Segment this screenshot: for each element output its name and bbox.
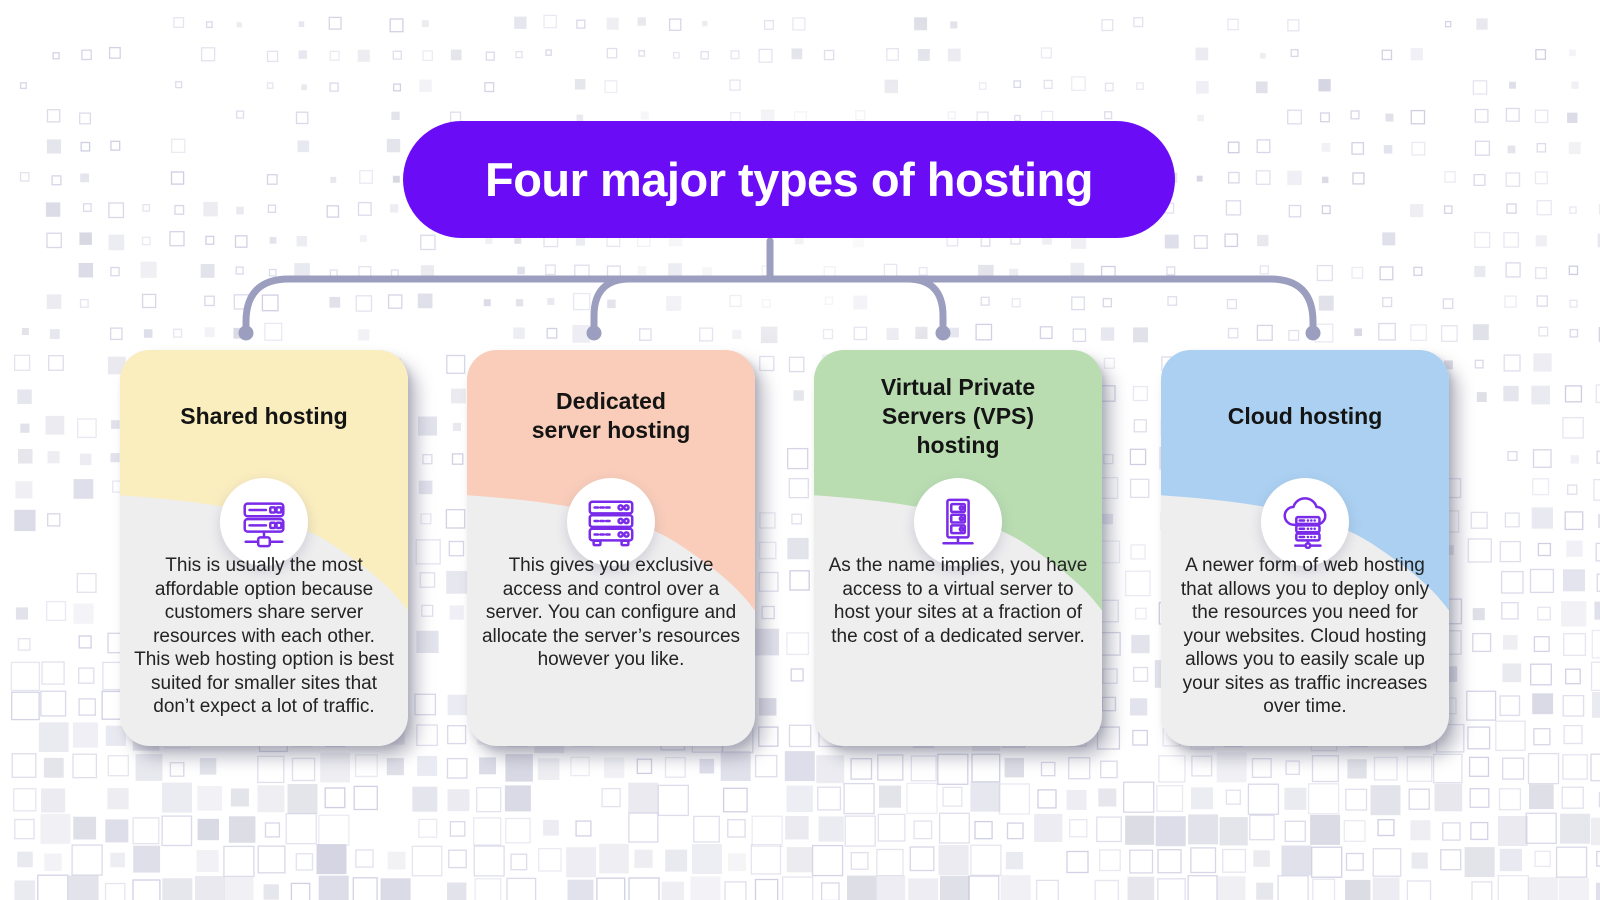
shared-hosting-server-icon	[243, 502, 285, 548]
card-description-vps-hosting: As the name implies, you have access to …	[828, 555, 1088, 647]
icon-circle	[914, 478, 1002, 566]
title-banner: Four major types of hosting	[403, 121, 1175, 238]
icon-circle	[1261, 478, 1349, 566]
card-shared-hosting: Shared hosting This is usually the most …	[120, 350, 408, 746]
card-description-cloud-hosting: A newer form of web hosting that allows …	[1180, 555, 1430, 717]
card-dedicated-server-hosting: Dedicated server hosting This gives you …	[467, 350, 755, 746]
icon-circle	[567, 478, 655, 566]
cloud-server-icon	[1283, 497, 1327, 549]
icon-circle	[220, 478, 308, 566]
dedicated-server-rack-icon	[588, 500, 634, 547]
page-title: Four major types of hosting	[485, 153, 1093, 206]
card-description-dedicated-server-hosting: This gives you exclusive access and cont…	[481, 555, 741, 670]
vps-server-tower-icon	[942, 498, 974, 545]
card-title-shared-hosting: Shared hosting	[180, 402, 348, 429]
card-description-shared-hosting: This is usually the most affordable opti…	[134, 555, 394, 717]
card-vps-hosting: Virtual Private Servers (VPS) hosting As…	[814, 350, 1102, 746]
card-title-cloud-hosting: Cloud hosting	[1227, 402, 1383, 429]
card-title-vps-hosting: Virtual Private Servers (VPS) hosting	[880, 373, 1036, 458]
card-cloud-hosting: Cloud hosting A newer form of web hostin…	[1161, 350, 1449, 746]
card-title-dedicated-server-hosting: Dedicated server hosting	[531, 388, 691, 443]
